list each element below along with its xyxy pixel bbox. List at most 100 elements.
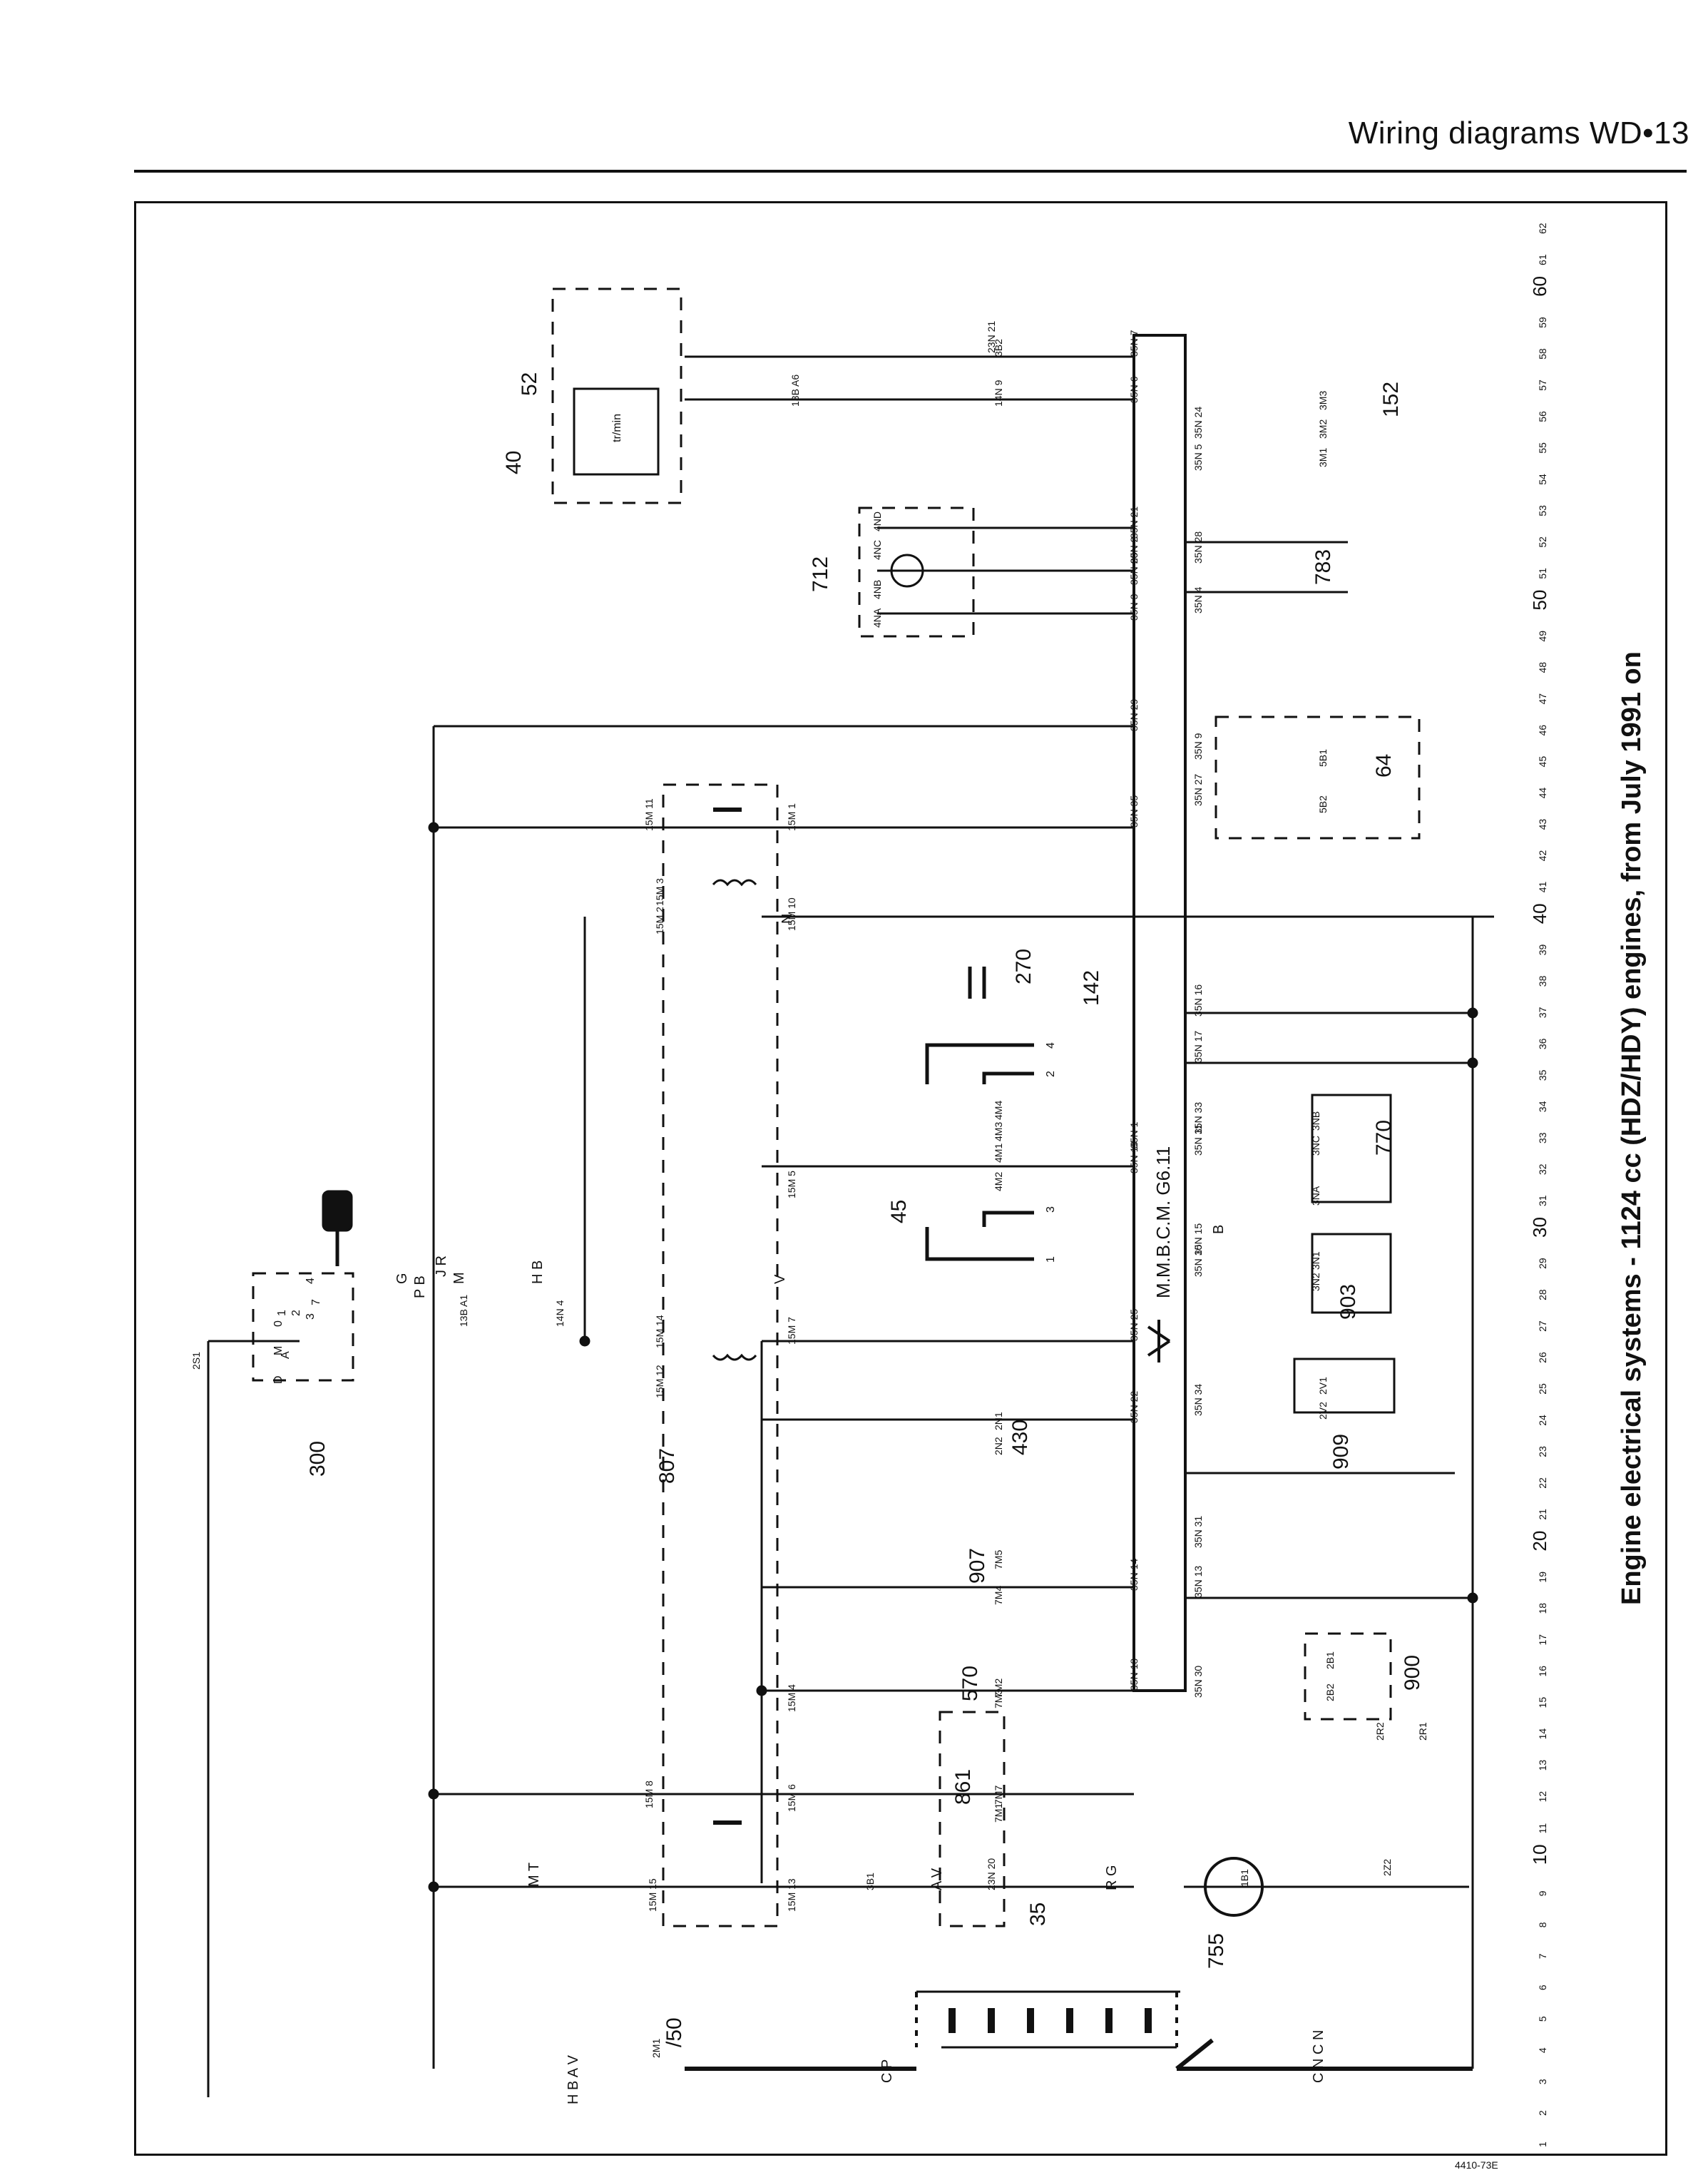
wire-code: R G bbox=[1104, 1865, 1120, 1890]
connector-label: 3N1 bbox=[1310, 1251, 1321, 1270]
connector-label: 23N 21 bbox=[986, 321, 997, 353]
grid-number: 54 bbox=[1537, 474, 1548, 485]
grid-number: 37 bbox=[1537, 1007, 1548, 1018]
grid-number: 38 bbox=[1537, 975, 1548, 987]
grid-number: 61 bbox=[1537, 254, 1548, 265]
connector-label: 2B2 bbox=[1324, 1684, 1336, 1701]
grid-number: 33 bbox=[1537, 1132, 1548, 1144]
connector-label: 2R2 bbox=[1374, 1722, 1386, 1741]
connector-label: 35N 29 bbox=[1128, 699, 1140, 731]
connector-label: 15M 8 bbox=[643, 1781, 655, 1808]
ecu-box bbox=[1132, 334, 1187, 1692]
grid-number: 36 bbox=[1537, 1038, 1548, 1049]
component-ref-903: 903 bbox=[1336, 1284, 1360, 1320]
connector-label: 35N 3 bbox=[1128, 594, 1140, 621]
grid-number: 28 bbox=[1537, 1289, 1548, 1300]
connector-label: 7M5 bbox=[993, 1550, 1004, 1569]
switch-position-label: 0 bbox=[272, 1320, 285, 1327]
grid-number: 3 bbox=[1537, 2079, 1548, 2084]
connector-label: 15M 5 bbox=[786, 1171, 797, 1198]
relay-coil-lower bbox=[712, 1353, 757, 1361]
grid-number: 1 bbox=[1537, 2141, 1548, 2147]
grid-number: 43 bbox=[1537, 819, 1548, 830]
wire-code: A V bbox=[929, 1868, 945, 1890]
wire-code: B bbox=[1211, 1225, 1227, 1234]
wire-code: G bbox=[394, 1273, 410, 1284]
relay-807-enclosure bbox=[662, 783, 779, 1927]
grid-number: 9 bbox=[1537, 1890, 1548, 1896]
connector-label: 35N 28 bbox=[1192, 531, 1204, 564]
connector-label: 4M3 bbox=[993, 1122, 1004, 1141]
connector-label: 5B1 bbox=[1317, 749, 1329, 767]
joint-dot bbox=[428, 822, 439, 833]
grid-number: 27 bbox=[1537, 1320, 1548, 1332]
connector-label: 35N 35 bbox=[1128, 795, 1140, 827]
grid-number: 16 bbox=[1537, 1666, 1548, 1677]
component-ref-900: 900 bbox=[1401, 1655, 1424, 1691]
grid-number: 48 bbox=[1537, 662, 1548, 673]
connector-label: 15M 2 bbox=[654, 907, 665, 934]
grid-number: 49 bbox=[1537, 631, 1548, 642]
connector-label: 15M 14 bbox=[654, 1315, 665, 1348]
grid-number: 58 bbox=[1537, 348, 1548, 360]
sensor-770-body bbox=[1311, 1094, 1392, 1203]
grid-number: 11 bbox=[1537, 1823, 1548, 1834]
grid-number: 57 bbox=[1537, 380, 1548, 391]
grid-number: 29 bbox=[1537, 1258, 1548, 1269]
connector-label: 35N 27 bbox=[1192, 774, 1204, 806]
connector-label: 14N 4 bbox=[554, 1300, 566, 1327]
component-ref-770: 770 bbox=[1372, 1120, 1396, 1156]
glow-output-4 bbox=[982, 1071, 1034, 1084]
connector-label: 7M4 bbox=[993, 1586, 1004, 1605]
wire-code: C N C N bbox=[1311, 2030, 1326, 2083]
connector-label: 2N2 bbox=[993, 1437, 1004, 1455]
grid-number: 24 bbox=[1537, 1415, 1548, 1426]
connector-label: 4ND bbox=[871, 511, 883, 531]
grid-number: 7 bbox=[1537, 1953, 1548, 1959]
tachometer-unit: tr/min bbox=[611, 414, 623, 442]
component-ref-45: 45 bbox=[887, 1200, 911, 1223]
grid-number: 46 bbox=[1537, 725, 1548, 736]
grid-number: 47 bbox=[1537, 693, 1548, 705]
sensor-903-body bbox=[1311, 1233, 1392, 1314]
grid-number: 44 bbox=[1537, 788, 1548, 799]
grid-number: 6 bbox=[1537, 1985, 1548, 1990]
grid-number: 25 bbox=[1537, 1383, 1548, 1395]
connector-label: 35N 31 bbox=[1192, 1516, 1204, 1548]
connector-label: 35N 22 bbox=[1128, 1391, 1140, 1423]
connector-label: 3NB bbox=[1310, 1111, 1321, 1131]
connector-label: 35N 18 bbox=[1128, 1659, 1140, 1691]
connector-label: 15M 12 bbox=[654, 1365, 665, 1398]
connector-label: 4M2 bbox=[993, 1172, 1004, 1191]
connector-label: 35N 16 bbox=[1192, 984, 1204, 1017]
connector-label: 3M1 bbox=[1317, 448, 1329, 467]
grid-number: 32 bbox=[1537, 1163, 1548, 1175]
switch-position-label: 2 bbox=[290, 1310, 302, 1316]
connector-label: 35N 14 bbox=[1128, 1559, 1140, 1591]
switch-300-enclosure bbox=[252, 1272, 354, 1382]
diagram-labels: 1234567891011121314151617181920212223242… bbox=[190, 223, 1550, 2147]
grid-number: 40 bbox=[1529, 903, 1550, 924]
grid-number: 62 bbox=[1537, 223, 1548, 234]
connector-label: 35N 34 bbox=[1192, 1384, 1204, 1416]
switch-position-label: A bbox=[280, 1351, 292, 1359]
battery-negative-lead-2 bbox=[1175, 2038, 1214, 2071]
grid-number: 59 bbox=[1537, 317, 1548, 328]
glow-output-3 bbox=[925, 1043, 1034, 1084]
connector-label: 5B2 bbox=[1317, 795, 1329, 813]
component-ref-35: 35 bbox=[1026, 1903, 1050, 1926]
header-rule bbox=[134, 170, 1687, 173]
grid-number: 55 bbox=[1537, 442, 1548, 454]
connector-label: 2M1 bbox=[650, 2039, 662, 2058]
tachometer-gauge bbox=[573, 387, 660, 476]
connector-label: 35N 20 bbox=[1128, 553, 1140, 585]
grid-number: 35 bbox=[1537, 1069, 1548, 1081]
battery-symbol bbox=[915, 1990, 1180, 2049]
connector-label: 35N 19 bbox=[1128, 1141, 1140, 1173]
component-ref-64: 64 bbox=[1372, 754, 1396, 778]
component-ref-907: 907 bbox=[966, 1548, 989, 1584]
component-ref-712: 712 bbox=[809, 556, 832, 592]
wire-code: P B bbox=[412, 1275, 428, 1298]
connector-label: 15M 10 bbox=[786, 897, 797, 931]
